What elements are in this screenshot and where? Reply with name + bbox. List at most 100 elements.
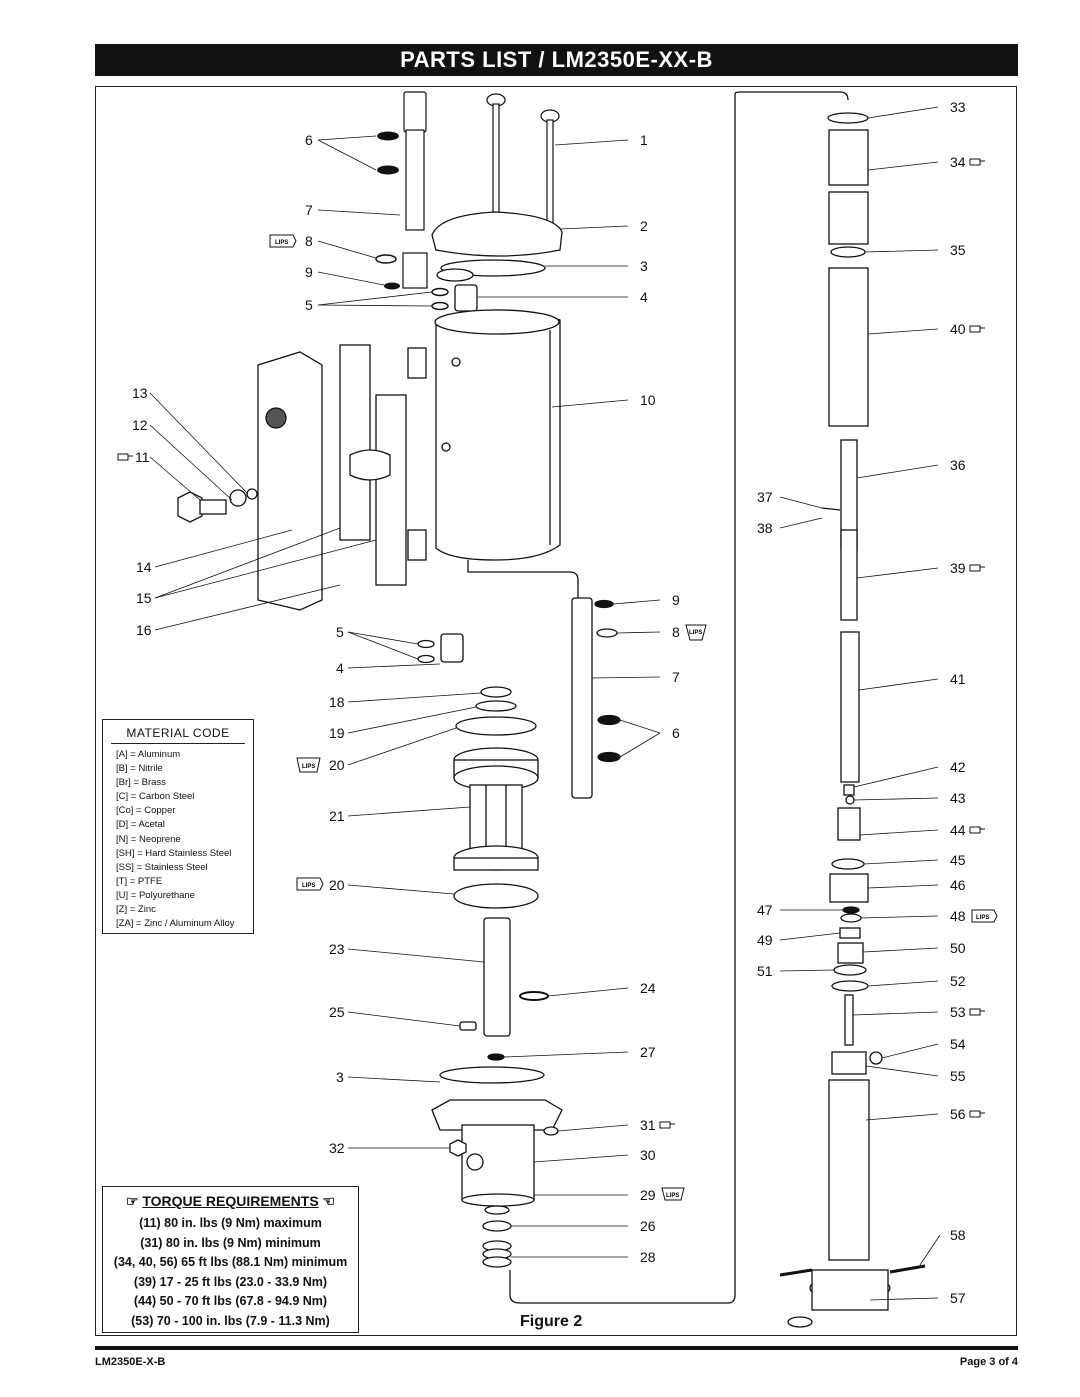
figure-frame [95, 86, 1017, 1336]
callout-43: 43 [950, 790, 966, 806]
callout-18: 18 [329, 694, 345, 710]
torque-row: (44) 50 - 70 ft lbs (67.8 - 94.9 Nm) [133, 1294, 328, 1308]
callout-58: 58 [950, 1227, 966, 1243]
lips-badge-8-left: LIPS [269, 234, 297, 248]
callout-44: 44 [950, 822, 966, 838]
callout-7-right: 7 [672, 669, 680, 685]
material-code-row: [U] = Polyurethane [116, 889, 195, 901]
svg-text:LIPS: LIPS [302, 764, 315, 770]
callout-9-right: 9 [672, 592, 680, 608]
page-title: PARTS LIST / LM2350E-XX-B [95, 44, 1018, 76]
material-code-row: [C] = Carbon Steel [116, 791, 195, 803]
right-tube-assembly [509, 91, 926, 1328]
callout-12: 12 [132, 417, 148, 433]
callout-16: 16 [136, 622, 152, 638]
cap-assembly [431, 211, 563, 312]
torque-title-text: TORQUE REQUIREMENTS [142, 1193, 319, 1209]
material-code-row: [SS] = Stainless Steel [116, 861, 208, 873]
callout-40: 40 [950, 321, 966, 337]
pump-rod [439, 917, 549, 1084]
air-valve-rod-right [571, 597, 621, 799]
callout-51: 51 [757, 963, 773, 979]
callout-47: 47 [757, 902, 773, 918]
callout-29: 29 [640, 1187, 656, 1203]
torque-row: (11) 80 in. lbs (9 Nm) maximum [139, 1216, 322, 1230]
lips-badge-20-top: LIPS [296, 757, 321, 773]
callout-13: 13 [132, 385, 148, 401]
spring-stack [482, 1205, 512, 1268]
svg-text:LIPS: LIPS [666, 1193, 679, 1199]
callout-57: 57 [950, 1290, 966, 1306]
material-code-row: [B] = Nitrile [116, 763, 163, 775]
callout-numbers: 6 7 8 9 5 13 12 11 14 15 16 1 2 3 4 10 5… [132, 99, 966, 1306]
callout-4-lower: 4 [336, 660, 344, 676]
callout-28: 28 [640, 1249, 656, 1265]
material-code-row: [A] = Aluminum [116, 749, 181, 760]
callout-11: 11 [135, 449, 150, 465]
callout-1: 1 [640, 132, 648, 148]
figure-caption: Figure 2 [520, 1313, 583, 1330]
svg-text:LIPS: LIPS [976, 915, 989, 921]
torque-title: ☞ TORQUE REQUIREMENTS ☜ [103, 1187, 358, 1214]
callout-37: 37 [757, 489, 773, 505]
callout-42: 42 [950, 759, 966, 775]
air-line [467, 560, 579, 600]
footer-page-number: Page 3 of 4 [959, 1356, 1018, 1368]
torque-row: (34, 40, 56) 65 ft lbs (88.1 Nm) minimum [113, 1255, 348, 1269]
main-body [434, 309, 561, 561]
torque-row: (31) 80 in. lbs (9 Nm) minimum [140, 1235, 321, 1250]
callout-8-right: 8 [672, 624, 680, 640]
callout-46: 46 [950, 877, 966, 893]
callout-38: 38 [757, 520, 773, 536]
valve-assembly-lower [417, 633, 464, 664]
callout-36: 36 [950, 457, 966, 473]
material-code-row: [T] = PTFE [116, 875, 163, 887]
footer-rule [95, 1346, 1018, 1350]
pump-piston-stack [453, 686, 539, 909]
svg-text:LIPS: LIPS [689, 630, 702, 636]
torque-hand-icon: ☜ [318, 1193, 336, 1209]
side-plate [257, 344, 427, 611]
callout-3: 3 [640, 258, 648, 274]
svg-text:LIPS: LIPS [302, 883, 315, 889]
callout-23: 23 [329, 941, 345, 957]
torque-row: (39) 17 - 25 ft lbs (23.0 - 33.9 Nm) [133, 1274, 328, 1289]
callout-19: 19 [329, 725, 345, 741]
callout-48: 48 [950, 908, 966, 924]
lips-badge-48: LIPS [971, 909, 998, 923]
callout-9: 9 [305, 264, 313, 280]
material-code-row: [SH] = Hard Stainless Steel [116, 847, 232, 859]
air-valve-rod-top [402, 91, 428, 289]
callout-2: 2 [640, 218, 648, 234]
svg-text:LIPS: LIPS [275, 240, 288, 246]
bolts [486, 93, 560, 231]
material-code-title: MATERIAL CODE [111, 720, 245, 744]
lips-badge-29: LIPS [661, 1187, 685, 1201]
material-code-row: [Z] = Zinc [116, 904, 156, 916]
callout-14: 14 [136, 559, 152, 575]
callout-15: 15 [136, 590, 152, 606]
callout-39: 39 [950, 560, 966, 576]
leader-lines [149, 106, 941, 1301]
outlet-housing [431, 1099, 563, 1207]
callout-10: 10 [640, 392, 656, 408]
footer-model: LM2350E-X-B [95, 1356, 166, 1368]
callout-24: 24 [640, 980, 656, 996]
callout-30: 30 [640, 1147, 656, 1163]
callout-53: 53 [950, 1004, 966, 1020]
torque-requirements-box: ☞ TORQUE REQUIREMENTS ☜ (11) 80 in. lbs … [102, 1186, 359, 1333]
callout-6-right: 6 [672, 725, 680, 741]
callout-4: 4 [640, 289, 648, 305]
callout-33: 33 [950, 99, 966, 115]
callout-20: 20 [329, 757, 345, 773]
callout-55: 55 [950, 1068, 966, 1084]
callout-52: 52 [950, 973, 966, 989]
torque-hand-icon: ☞ [125, 1193, 143, 1209]
callout-5-lower: 5 [336, 624, 344, 640]
callout-34: 34 [950, 154, 966, 170]
callout-54: 54 [950, 1036, 966, 1052]
material-code-legend: MATERIAL CODE [A] = Aluminum [B] = Nitri… [102, 719, 254, 934]
fitting-11 [177, 488, 258, 523]
callout-32: 32 [329, 1140, 345, 1156]
